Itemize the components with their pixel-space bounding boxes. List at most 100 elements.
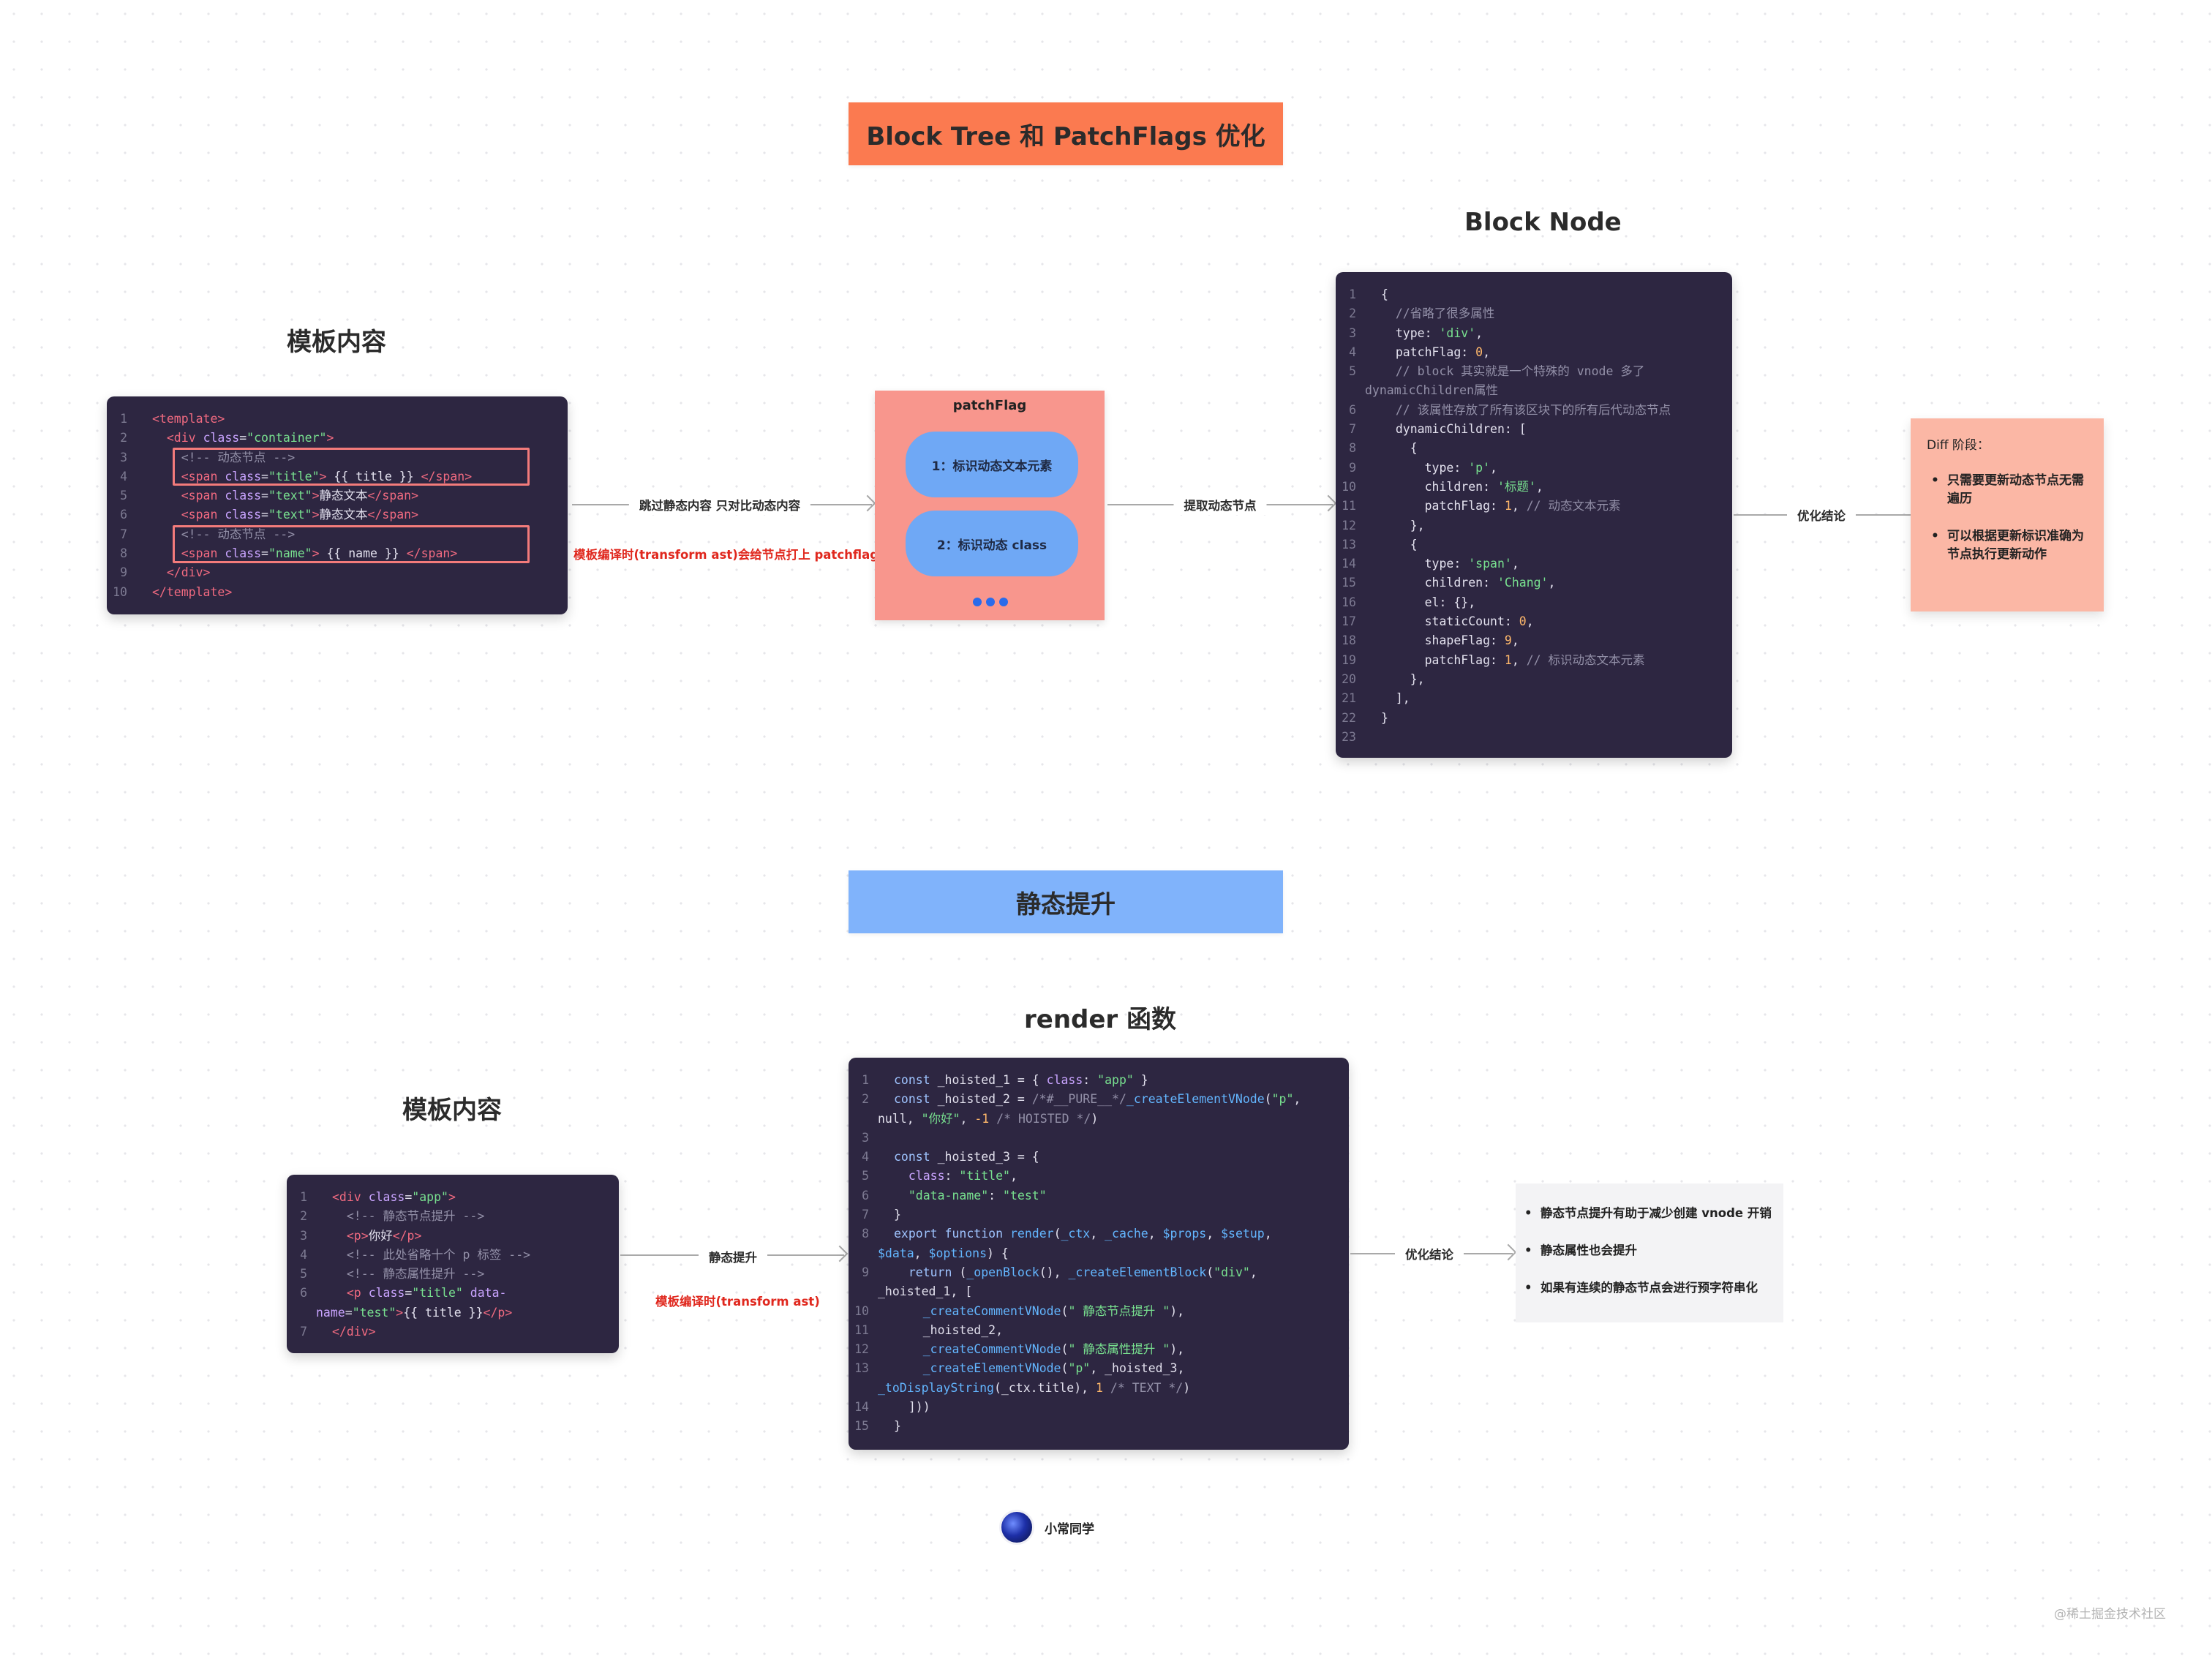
section2-banner-title: 静态提升 — [1016, 889, 1116, 919]
line-number: 13 — [1342, 537, 1356, 552]
patchflag-item-text: 1：标识动态文本元素 — [906, 432, 1078, 497]
conclusion-item: 静态属性也会提升 — [1520, 1241, 1776, 1260]
line-number: 23 — [1342, 729, 1356, 744]
conclusion-item: 静态节点提升有助于减少创建 vnode 开销 — [1520, 1204, 1776, 1222]
line-number: 14 — [1342, 557, 1356, 571]
code-line: 3 type: 'div', — [1336, 324, 1732, 343]
line-number: 6 — [1349, 402, 1356, 417]
code-text: <span class="text">静态文本</span> — [181, 489, 419, 503]
code-line: 23 — [1336, 728, 1732, 747]
code-text: <!-- 静态节点提升 --> — [346, 1209, 485, 1224]
line-number: 11 — [1342, 499, 1356, 513]
diff-note-list: 只需要更新动态节点无需遍历 可以根据更新标识准确为节点执行更新动作 — [1927, 472, 2089, 564]
line-number: 20 — [1342, 671, 1356, 686]
line-number: 5 — [1349, 364, 1356, 379]
code-line: 3 <!-- 动态节点 --> — [107, 448, 568, 467]
code-text: <template> — [152, 412, 225, 426]
code-text: ], — [1381, 691, 1410, 706]
code-text: <p class="title" data- — [346, 1286, 507, 1301]
code-line: 5 // block 其实就是一个特殊的 vnode 多了 — [1336, 362, 1732, 381]
code-text: children: '标题', — [1381, 479, 1543, 494]
code-line: 19 patchFlag: 1, // 标识动态文本元素 — [1336, 651, 1732, 670]
code-text: <span class="text">静态文本</span> — [181, 508, 419, 522]
code-line: 6 // 该属性存放了所有该区块下的所有后代动态节点 — [1336, 401, 1732, 420]
line-number: 2 — [120, 431, 127, 445]
code-text: class: "title", — [908, 1169, 1017, 1183]
code-line: 7</div> — [287, 1322, 619, 1341]
code-text: type: 'span', — [1381, 557, 1519, 571]
patchflag-compile-note: 模板编译时(transform ast)会给节点打上 patchflag — [573, 548, 879, 562]
line-number: 3 — [862, 1130, 869, 1145]
hoist-conclusion-list: 静态节点提升有助于减少创建 vnode 开销 静态属性也会提升 如果有连续的静态… — [1520, 1204, 1776, 1297]
code-text: _createElementVNode("p", _hoisted_3, — [922, 1361, 1185, 1376]
code-text: _toDisplayString(_ctx.title), 1 /* TEXT … — [878, 1380, 1191, 1395]
arrow-conclusion-1-label: 优化结论 — [1787, 505, 1856, 525]
code-text: }, — [1381, 671, 1425, 686]
line-number: 10 — [113, 584, 127, 599]
diff-note: Diff 阶段： 只需要更新动态节点无需遍历 可以根据更新标识准确为节点执行更新… — [1911, 418, 2104, 611]
code-text: { — [1381, 441, 1418, 456]
code-text: </template> — [152, 584, 233, 599]
template-code-block-2: 1<div class="app">2 <!-- 静态节点提升 -->3 <p>… — [287, 1175, 619, 1353]
code-text: el: {}, — [1381, 595, 1476, 609]
code-line: 3 <p>你好</p> — [287, 1227, 619, 1246]
code-text: <div class="container"> — [166, 431, 334, 445]
code-text: //省略了很多属性 — [1395, 306, 1495, 321]
line-number: 3 — [300, 1228, 307, 1243]
render-heading: render 函数 — [1024, 1005, 1177, 1034]
code-line: 14 ])) — [849, 1398, 1349, 1417]
code-text: dynamicChildren: [ — [1381, 422, 1527, 437]
line-number: 10 — [854, 1303, 869, 1318]
code-text: patchFlag: 0, — [1381, 345, 1491, 359]
code-line: 10 </template> — [107, 583, 568, 602]
code-line: 13 { — [1336, 535, 1732, 554]
line-number: 7 — [862, 1208, 869, 1222]
line-number: 4 — [300, 1247, 307, 1262]
hoist-conclusions: 静态节点提升有助于减少创建 vnode 开销 静态属性也会提升 如果有连续的静态… — [1516, 1183, 1783, 1322]
line-number: 11 — [854, 1322, 869, 1337]
line-number: 2 — [300, 1209, 307, 1224]
code-text: $data, $options) { — [878, 1246, 1009, 1260]
line-number: 4 — [1349, 345, 1356, 359]
code-text: <!-- 此处省略十个 p 标签 --> — [346, 1247, 531, 1262]
line-number: 9 — [862, 1265, 869, 1279]
code-line: 9 return (_openBlock(), _createElementBl… — [849, 1263, 1349, 1282]
code-line: $data, $options) { — [849, 1244, 1349, 1263]
code-line: 22} — [1336, 709, 1732, 728]
code-line: 20 }, — [1336, 670, 1732, 689]
line-number: 1 — [1349, 287, 1356, 301]
code-line: 12 _createCommentVNode(" 静态属性提升 "), — [849, 1340, 1349, 1359]
line-number: 7 — [1349, 422, 1356, 437]
diff-note-item: 只需要更新动态节点无需遍历 — [1927, 472, 2089, 508]
code-line: 7} — [849, 1205, 1349, 1224]
code-text: _hoisted_1, [ — [878, 1284, 973, 1299]
line-number: 19 — [1342, 652, 1356, 667]
code-text: _createCommentVNode(" 静态节点提升 "), — [922, 1303, 1185, 1318]
line-number: 6 — [300, 1286, 307, 1301]
line-number: 2 — [1349, 306, 1356, 321]
arrow-conclusion-2-label: 优化结论 — [1395, 1243, 1464, 1264]
code-text: ])) — [894, 1400, 930, 1415]
code-text: const _hoisted_2 = /*#__PURE__*/_createE… — [894, 1092, 1301, 1107]
code-line: 4 <span class="title"> {{ title }} </spa… — [107, 467, 568, 486]
code-line: 9 </div> — [107, 563, 568, 582]
code-line: 21 ], — [1336, 689, 1732, 708]
line-number: 9 — [1349, 460, 1356, 475]
line-number: 5 — [300, 1267, 307, 1281]
code-line: 14 type: 'span', — [1336, 554, 1732, 573]
line-number: 6 — [862, 1188, 869, 1203]
code-text: } — [894, 1208, 901, 1222]
block-node-heading: Block Node — [1464, 208, 1622, 237]
line-number: 8 — [1349, 441, 1356, 456]
code-line: 7 dynamicChildren: [ — [1336, 420, 1732, 439]
code-text: shapeFlag: 9, — [1381, 633, 1519, 648]
code-text: </div> — [332, 1325, 376, 1339]
dynamic-node-highlight-2 — [173, 525, 530, 563]
line-number: 9 — [120, 565, 127, 580]
line-number: 4 — [862, 1150, 869, 1164]
line-number: 1 — [862, 1073, 869, 1087]
code-line: 1{ — [1336, 285, 1732, 304]
